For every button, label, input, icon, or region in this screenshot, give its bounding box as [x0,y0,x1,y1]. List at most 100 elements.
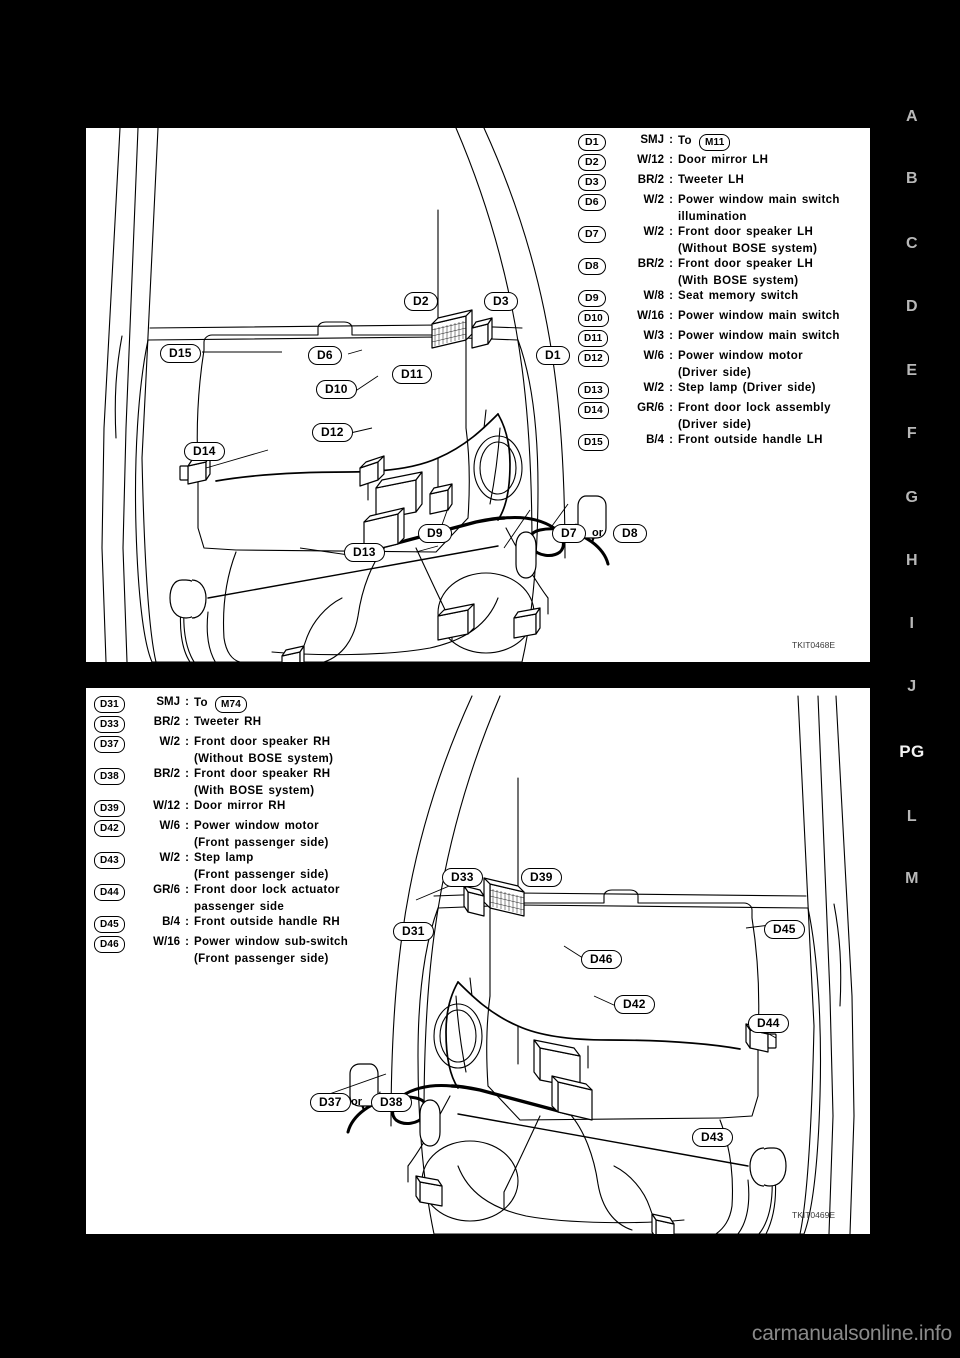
section-tab-pg[interactable]: PG [899,742,925,761]
connector-id-pill: D39 [521,868,562,887]
legend-colon: : [669,350,673,362]
connector-badge: D13 [578,380,620,399]
legend-colon: : [185,820,189,832]
connector-badge: D14 [578,400,620,419]
connector-description: Front outside handle LH [678,434,823,446]
cross-reference-pill[interactable]: M11 [698,134,731,151]
section-tab-j[interactable]: J [907,678,917,695]
connector-id-pill: D11 [578,330,609,347]
connector-type: W/6 [159,820,180,832]
callout-d3: D3 [484,292,518,311]
callout-d9: D9 [418,524,452,543]
connector-type: GR/6 [153,884,180,896]
connector-description: Front door speaker LH [678,226,814,238]
connector-type: W/8 [643,290,664,302]
connector-id-pill: D10 [578,310,609,327]
section-tab-l[interactable]: L [906,808,918,825]
connector-id-pill: D6 [578,194,606,211]
section-tab-h[interactable]: H [905,552,919,569]
connector-badge: D7 [578,224,620,243]
legend-colon: : [185,936,189,948]
connector-badge: D9 [578,288,620,307]
connector-description: Power window motor [194,820,319,832]
callout-d6: D6 [308,346,342,365]
connector-description: Front door lock actuator [194,884,340,896]
section-tab-c[interactable]: C [905,235,919,252]
site-watermark: carmanualsonline.info [751,1322,952,1345]
legend-colon: : [185,696,189,708]
section-tab-g[interactable]: G [905,489,919,506]
connector-description: Tweeter RH [194,716,262,728]
section-tab-a[interactable]: A [905,108,919,125]
legend-colon: : [185,800,189,812]
connector-id-pill: D45 [764,920,805,939]
section-tab-i[interactable]: I [909,615,915,632]
section-tab-b[interactable]: B [905,170,919,187]
connector-type: W/16 [153,936,180,948]
legend-colon: : [669,434,673,446]
legend-colon: : [669,134,673,146]
connector-id-pill: D3 [578,174,606,191]
connector-description: Power window motor [678,350,803,362]
connector-description: Door mirror LH [678,154,769,166]
connector-id-pill: D33 [94,716,125,733]
connector-badge: D15 [578,432,620,451]
connector-description: Tweeter LH [678,174,745,186]
connector-id-pill: D9 [418,524,452,543]
connector-id-pill: D12 [312,423,353,442]
section-tab-m[interactable]: M [905,870,919,887]
callout-d44: D44 [748,1014,789,1033]
connector-type: SMJ [156,696,180,708]
connector-id-pill: D13 [344,543,385,562]
connector-id-pill: D45 [94,916,125,933]
connector-type: W/12 [153,800,180,812]
section-tab-rail: A B C D E F G H I J PG L M [880,90,944,930]
connector-type: W/2 [643,382,664,394]
connector-id-pill: D7 [578,226,606,243]
description-text: To [194,697,213,709]
connector-description: Front outside handle RH [194,916,341,928]
connector-description: Front door speaker RH [194,768,331,780]
connector-id-pill: D2 [578,154,606,171]
legend-colon: : [669,310,673,322]
connector-badge: D11 [578,328,620,347]
connector-id-pill: D9 [578,290,606,307]
connector-id-pill: D3 [484,292,518,311]
connector-id-pill: D46 [94,936,125,953]
cross-reference-pill[interactable]: M74 [214,696,248,713]
or-separator: or [592,527,603,539]
legend-colon: : [185,852,189,864]
connector-description: Front door lock assembly [678,402,831,414]
connector-description: Step lamp [194,852,254,864]
connector-type: W/2 [159,852,180,864]
callout-d1: D1 [536,346,570,365]
section-tab-d[interactable]: D [905,298,919,315]
callout-d11: D11 [392,365,432,384]
connector-description: Step lamp (Driver side) [678,382,816,394]
callout-d43: D43 [692,1128,733,1147]
section-tab-e[interactable]: E [906,362,918,379]
connector-description-cont: (Without BOSE system) [678,243,818,255]
connector-type: W/3 [643,330,664,342]
connector-type: W/12 [637,154,664,166]
legend-colon: : [669,258,673,270]
connector-id-pill: D38 [94,768,125,785]
section-tab-f[interactable]: F [906,425,918,442]
connector-badge: D46 [94,934,136,953]
connector-type: W/2 [643,194,664,206]
